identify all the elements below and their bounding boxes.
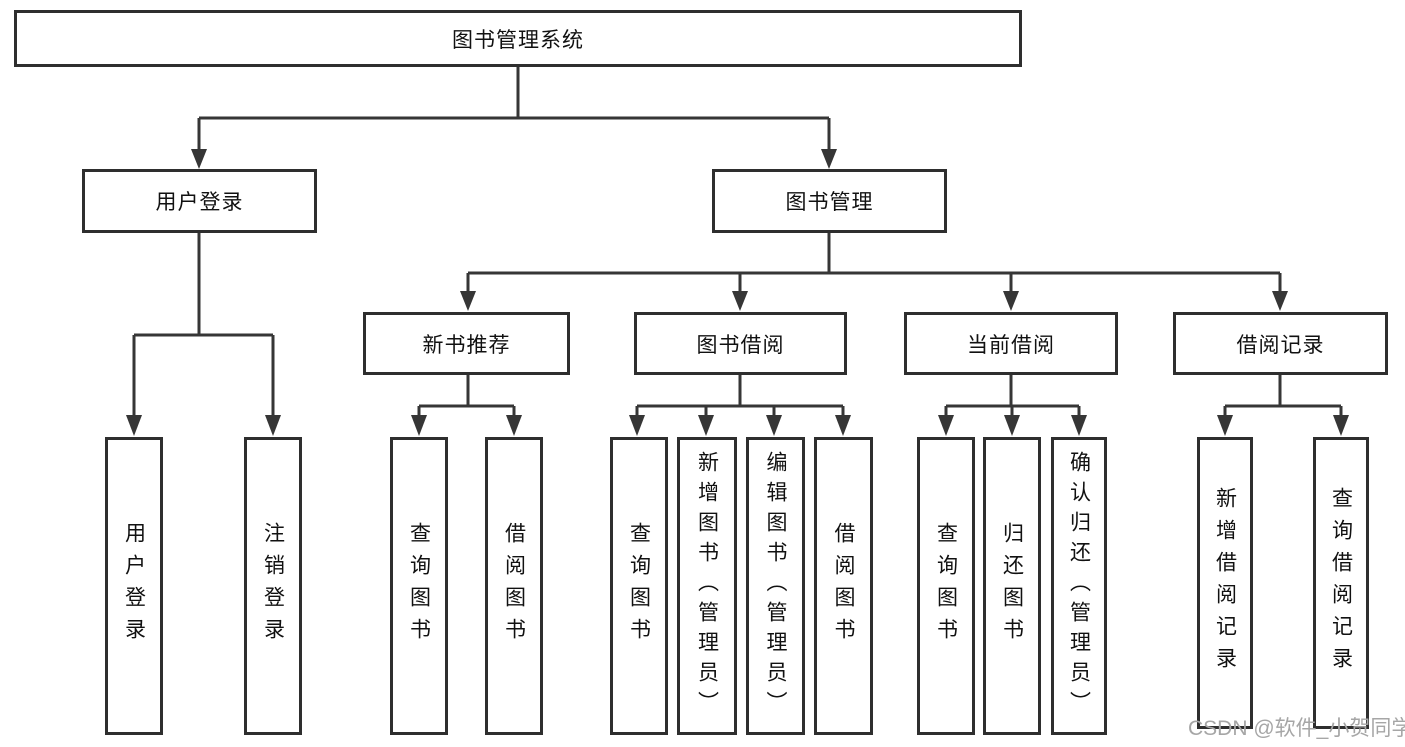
node-book-borrowing: 图书借阅 xyxy=(634,312,847,375)
arrowheads-level2 xyxy=(191,149,837,169)
connector-root-to-level2 xyxy=(197,67,831,150)
node-label: 图书管理 xyxy=(785,191,874,214)
leaf-borrow-query-books: 查询图书 xyxy=(610,437,668,735)
node-current-borrowing: 当前借阅 xyxy=(904,312,1118,375)
connector-newbook-children xyxy=(417,375,516,416)
leaf-logout: 注销登录 xyxy=(244,437,302,735)
leaf-newbook-borrow-books: 借阅图书 xyxy=(485,437,543,735)
arrowheads-current-children xyxy=(938,415,1087,436)
arrowheads-user-login-children xyxy=(126,415,281,436)
node-borrowing-records: 借阅记录 xyxy=(1173,312,1388,375)
node-library-system: 图书管理系统 xyxy=(14,10,1022,67)
node-label: 用户登录 xyxy=(155,191,244,214)
connector-current-children xyxy=(944,375,1081,416)
node-book-management: 图书管理 xyxy=(712,169,947,233)
node-label: 图书借阅 xyxy=(696,333,785,357)
node-label: 图书管理系统 xyxy=(452,28,584,52)
arrowheads-records-children xyxy=(1217,415,1349,436)
leaf-user-login: 用户登录 xyxy=(105,437,163,735)
arrowheads-borrow-children xyxy=(629,415,851,436)
arrowheads-newbook-children xyxy=(411,415,522,436)
node-new-book-recommendation: 新书推荐 xyxy=(363,312,570,375)
node-label: 查询借阅记录 xyxy=(1329,487,1353,679)
node-label: 查询图书 xyxy=(627,522,651,650)
connector-borrow-children xyxy=(635,375,845,416)
node-label: 借阅图书 xyxy=(832,522,855,650)
node-label: 注销登录 xyxy=(261,522,285,650)
arrowheads-book-mgmt-sections xyxy=(460,291,1288,311)
node-label: 查询图书 xyxy=(934,522,958,650)
leaf-confirm-return-admin: 确认归还（管理员） xyxy=(1051,437,1107,735)
node-label: 新书推荐 xyxy=(422,333,511,357)
node-label: 当前借阅 xyxy=(967,333,1055,357)
leaf-edit-books-admin: 编辑图书（管理员） xyxy=(746,437,805,735)
node-label: 确认归还（管理员） xyxy=(1067,451,1091,721)
node-label: 新增借阅记录 xyxy=(1213,487,1237,679)
leaf-newbook-query-books: 查询图书 xyxy=(390,437,448,735)
leaf-return-books: 归还图书 xyxy=(983,437,1041,735)
leaf-borrow-books: 借阅图书 xyxy=(814,437,873,735)
leaf-add-books-admin: 新增图书（管理员） xyxy=(677,437,737,735)
node-label: 编辑图书（管理员） xyxy=(764,451,787,721)
node-label: 借阅图书 xyxy=(502,522,526,650)
leaf-current-query-books: 查询图书 xyxy=(917,437,975,735)
node-user-login: 用户登录 xyxy=(82,169,317,233)
connector-user-login-children xyxy=(132,233,275,416)
node-label: 归还图书 xyxy=(1000,522,1024,650)
csdn-watermark: CSDN @软件_小贺同学 xyxy=(1188,717,1405,740)
connector-records-children xyxy=(1223,375,1343,416)
node-label: 借阅记录 xyxy=(1236,333,1325,357)
node-label: 用户登录 xyxy=(122,522,146,650)
connector-book-mgmt-sections xyxy=(466,233,1282,292)
leaf-query-borrow-record: 查询借阅记录 xyxy=(1313,437,1369,729)
node-label: 新增图书（管理员） xyxy=(695,451,719,721)
leaf-add-borrow-record: 新增借阅记录 xyxy=(1197,437,1253,729)
node-label: 查询图书 xyxy=(407,522,431,650)
